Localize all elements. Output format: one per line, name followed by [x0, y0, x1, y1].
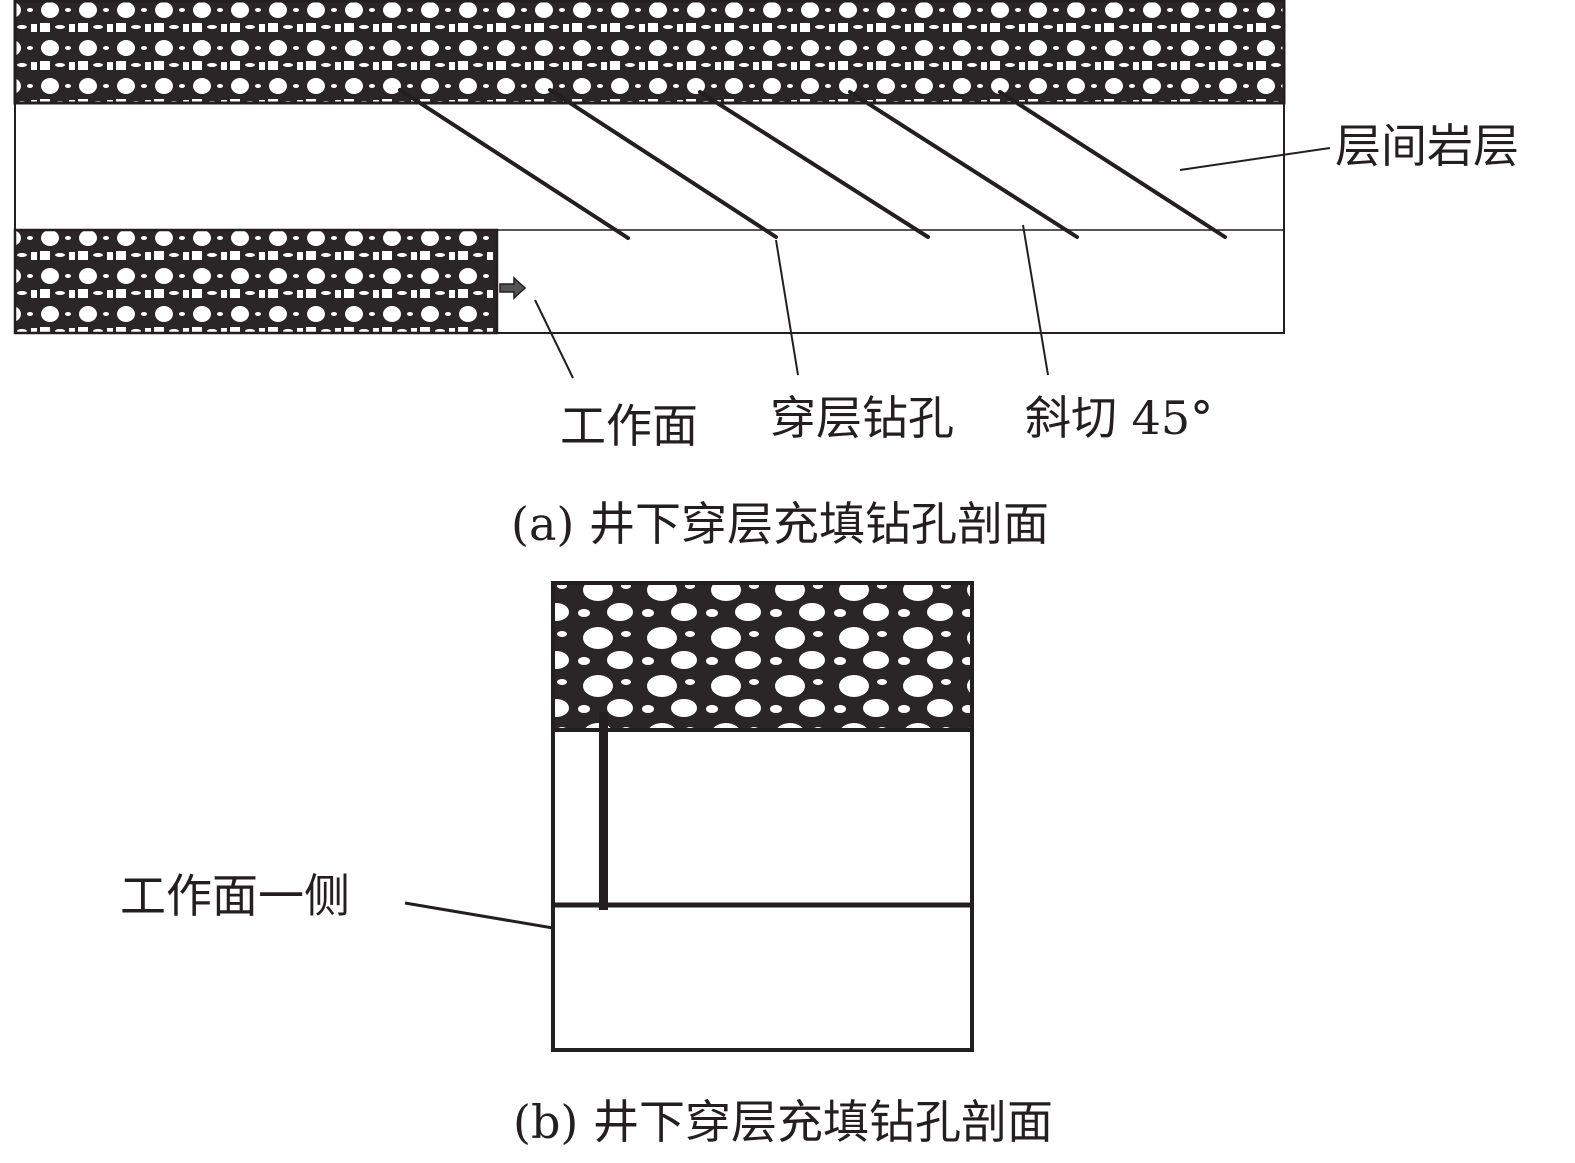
- label-oblique-cut: 斜切 45°: [1025, 391, 1213, 445]
- leader-line: [775, 239, 799, 376]
- borehole: [998, 90, 1227, 239]
- caption-b: (b) 井下穿层充填钻孔剖面: [513, 1095, 1053, 1149]
- leader-line: [534, 299, 574, 379]
- label-interlayer-rock: 层间岩层: [1335, 119, 1519, 173]
- label-through-layer-borehole: 穿层钻孔: [770, 391, 954, 445]
- leader-lines: [534, 147, 1331, 379]
- leader-line: [1179, 147, 1331, 171]
- panel-b: 工作面一侧 (b) 井下穿层充填钻孔剖面: [120, 581, 1053, 1149]
- advance-arrow-icon: [499, 276, 527, 300]
- leader-line: [404, 901, 554, 930]
- panel-a: 层间岩层 工作面 穿层钻孔 斜切 45° (a) 井下穿层充填钻孔剖面: [13, 0, 1519, 551]
- caption-a: (a) 井下穿层充填钻孔剖面: [511, 497, 1049, 551]
- lower-rock-layer: [13, 228, 499, 335]
- label-working-face: 工作面: [560, 399, 698, 453]
- borehole: [599, 712, 608, 910]
- upper-rock-layer: [551, 581, 974, 732]
- leader-line: [1022, 224, 1049, 376]
- boreholes: [398, 88, 1227, 240]
- borehole: [398, 88, 630, 240]
- borehole: [848, 90, 1079, 239]
- borehole: [698, 90, 930, 239]
- label-working-face-side: 工作面一侧: [120, 869, 350, 923]
- upper-rock-layer: [13, 0, 1286, 105]
- borehole: [548, 88, 778, 239]
